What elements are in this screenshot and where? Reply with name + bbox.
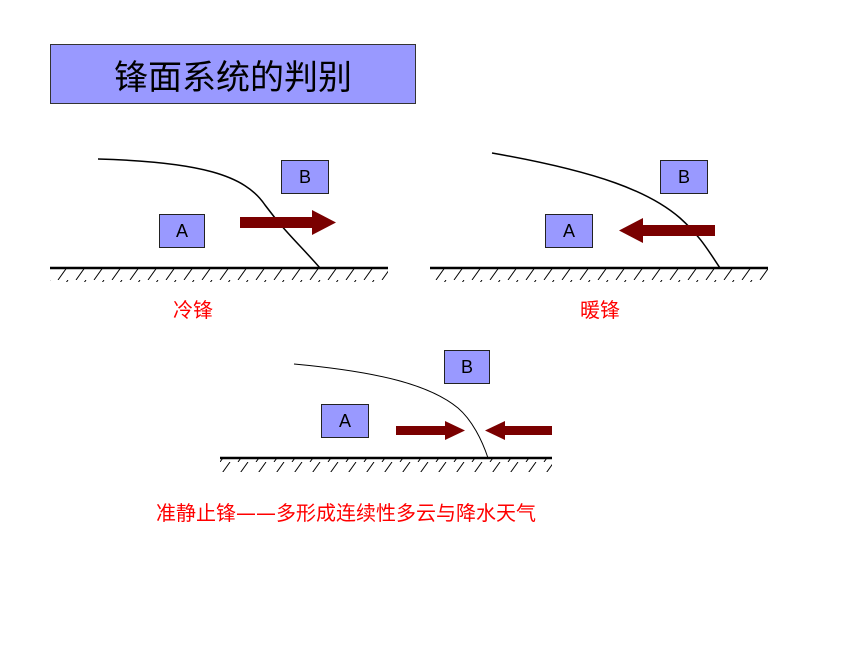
air-mass-b-box: B	[444, 350, 490, 384]
arrow-left	[619, 218, 715, 243]
air-mass-a-box: A	[159, 214, 205, 248]
warm-front-diagram	[430, 152, 768, 282]
front-line	[491, 152, 721, 269]
stationary-front-diagram	[220, 363, 552, 472]
arrow-right	[396, 421, 465, 440]
ground-hatch	[430, 269, 768, 282]
stationary-front-label: 准静止锋——多形成连续性多云与降水天气	[156, 501, 536, 525]
air-mass-a-box: A	[321, 404, 369, 438]
ground-hatch	[220, 459, 552, 472]
arrow-left	[485, 421, 552, 440]
page-title: 锋面系统的判别	[50, 44, 416, 104]
air-mass-b-box: B	[660, 160, 708, 194]
front-line	[293, 363, 489, 459]
cold-front-diagram	[50, 158, 388, 282]
front-line	[97, 158, 321, 269]
air-mass-a-box: A	[545, 214, 593, 248]
warm-front-label: 暖锋	[580, 298, 620, 322]
ground-hatch	[50, 269, 388, 282]
cold-front-label: 冷锋	[173, 298, 213, 322]
air-mass-b-box: B	[281, 160, 329, 194]
arrow-right	[240, 210, 336, 235]
